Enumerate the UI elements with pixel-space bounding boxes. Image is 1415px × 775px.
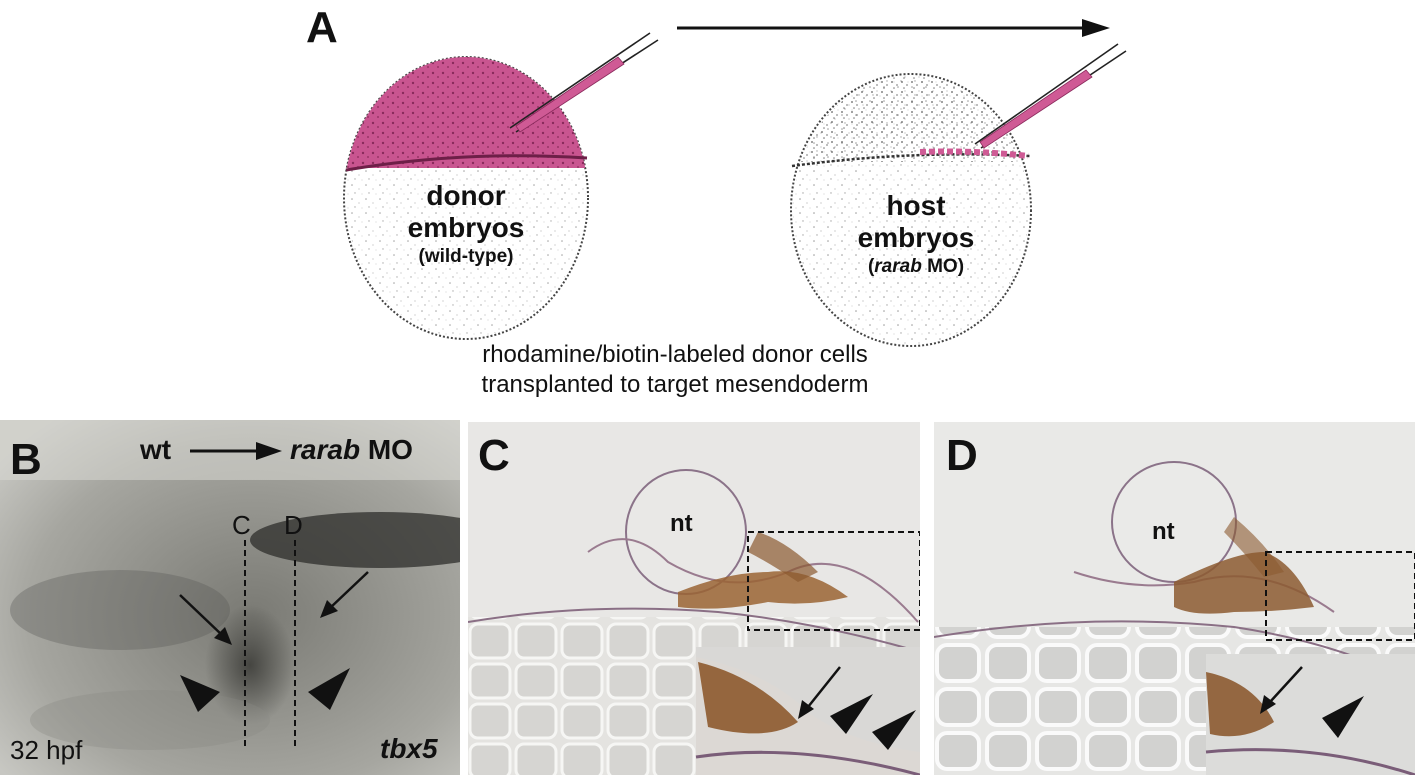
neural-tube-label-c: nt xyxy=(670,510,693,537)
arrow-d xyxy=(320,571,369,618)
inset-box-c xyxy=(747,531,920,631)
stage-label: 32 hpf xyxy=(10,735,83,765)
transplant-schematic xyxy=(343,19,1127,347)
host-label: rarab MO xyxy=(290,434,413,465)
inset-c xyxy=(695,647,920,775)
arrowhead-c xyxy=(180,675,220,712)
panel-letter-d: D xyxy=(946,431,978,480)
donor-label: wt xyxy=(140,434,172,465)
section-label-d: D xyxy=(284,510,303,540)
host-embryo xyxy=(790,73,1032,347)
panel-a: A xyxy=(306,3,1127,398)
donor-embryo-label: donor embryos (wild-type) xyxy=(407,180,525,267)
inset-box-d xyxy=(1265,551,1415,641)
section-label-c: C xyxy=(232,510,251,540)
panel-letter-b: B xyxy=(10,435,42,484)
panel-b-micrograph: B wt rarab MO C D 32 hpf tbx5 xyxy=(0,420,460,775)
donor-pipette xyxy=(509,32,659,133)
gene-label: tbx5 xyxy=(380,733,438,764)
panel-c-image xyxy=(468,422,920,775)
panel-letter-a: A xyxy=(306,3,338,52)
host-embryo-label: host embryos (rarab MO) xyxy=(857,190,975,277)
panel-d-section: D nt xyxy=(934,422,1415,775)
panel-letter-c: C xyxy=(478,431,510,480)
panel-d-image xyxy=(934,422,1415,775)
neural-tube-label-d: nt xyxy=(1152,518,1175,545)
panel-b-image xyxy=(0,420,460,775)
sequence-arrow xyxy=(677,19,1110,37)
panel-a-caption: rhodamine/biotin-labeled donor cells tra… xyxy=(481,341,869,398)
panel-c-section: C nt xyxy=(468,422,920,775)
arrowhead-d xyxy=(308,668,350,710)
inset-d xyxy=(1205,654,1415,775)
host-pipette xyxy=(974,43,1127,149)
arrow-c xyxy=(179,594,232,645)
